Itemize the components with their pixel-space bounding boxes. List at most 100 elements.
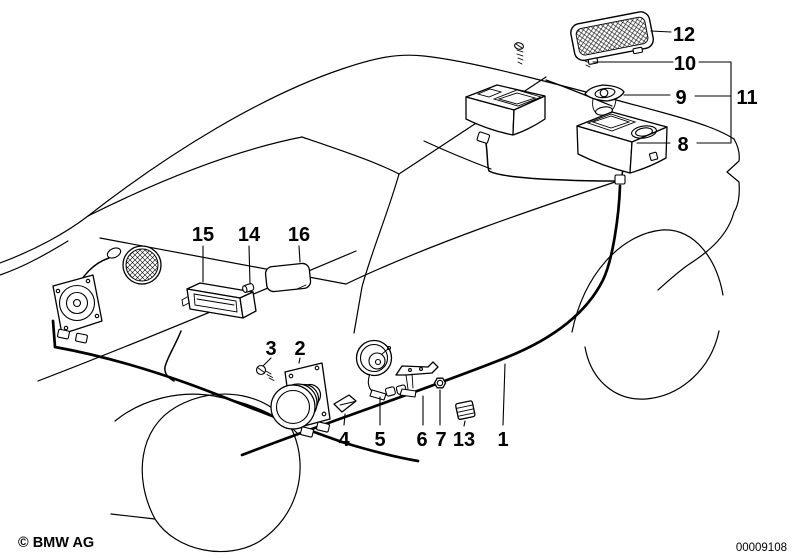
callout-label-11[interactable]: 11	[736, 87, 757, 109]
speaker-flange	[584, 84, 625, 102]
harness-front-run	[53, 345, 420, 463]
screw-left-box	[513, 42, 525, 65]
cage-slot-line	[196, 298, 235, 306]
screw-hole	[85, 278, 91, 284]
screw-slot	[515, 43, 523, 49]
rear-shelf-box-left	[465, 84, 546, 136]
callout-label-4[interactable]: 4	[338, 429, 350, 451]
bracket-stem	[405, 373, 414, 390]
box-recess-small	[476, 88, 503, 98]
copyright-text: © BMW AG	[18, 535, 94, 551]
screw-slot	[257, 367, 265, 373]
clip-fins	[455, 404, 476, 417]
callout-label-5[interactable]: 5	[374, 429, 385, 451]
fender-crease-line	[37, 250, 357, 382]
grille-mesh	[125, 248, 159, 282]
screw-hole	[314, 365, 320, 371]
cone-front-inner	[275, 389, 311, 425]
leader-14	[248, 245, 251, 285]
leader-1	[502, 363, 506, 426]
screw-hole	[63, 325, 69, 331]
leader-lines	[202, 30, 732, 427]
pin-end	[242, 285, 248, 293]
pin-part-14	[242, 283, 255, 293]
speaker-dome	[72, 298, 82, 308]
callout-label-7[interactable]: 7	[435, 429, 446, 451]
screw-hole	[288, 373, 294, 379]
front-speaker-bracket-leg	[51, 319, 57, 349]
bracket-hole	[419, 367, 423, 371]
callout-label-1[interactable]: 1	[497, 429, 508, 451]
box-speaker-ring-inner	[635, 127, 653, 137]
screw-hole	[321, 411, 327, 417]
hood-line	[0, 215, 89, 264]
box-recess-tray	[497, 92, 537, 105]
grille-tab	[632, 46, 644, 55]
screw-threads	[265, 370, 275, 381]
speaker-grille	[570, 11, 655, 65]
cone-front-rim	[270, 384, 316, 430]
cable-clip	[455, 400, 476, 420]
callout-label-15[interactable]: 15	[192, 224, 214, 246]
speaker-foot	[299, 426, 315, 438]
tweeter-speaker	[355, 339, 407, 401]
box-speaker-ring	[631, 125, 657, 139]
callout-label-9[interactable]: 9	[675, 87, 686, 109]
callout-label-14[interactable]: 14	[238, 224, 261, 246]
shoulder-line	[345, 179, 622, 285]
left-box-connector	[476, 131, 491, 144]
wiring-harness	[51, 131, 626, 463]
callout-label-2[interactable]: 2	[294, 338, 305, 360]
screw-hole	[94, 313, 100, 319]
leader-16	[298, 245, 301, 263]
tweeter-housing	[368, 352, 386, 370]
door-front-edge	[353, 173, 400, 334]
box-side-face	[629, 126, 668, 174]
callout-label-10[interactable]: 10	[674, 53, 696, 75]
screw-part-3	[255, 364, 275, 381]
rear-speaker	[584, 84, 625, 116]
cover-tab	[296, 284, 307, 290]
bracket-hole	[408, 368, 412, 372]
door-speaker	[270, 362, 331, 438]
callout-label-3[interactable]: 3	[265, 338, 276, 360]
callout-label-12[interactable]: 12	[673, 24, 695, 46]
leader-2	[298, 357, 301, 364]
terminal-pin-end	[386, 345, 392, 351]
speaker-outer-ring	[58, 284, 96, 322]
screw-hole	[55, 288, 61, 294]
hex-nut	[433, 377, 447, 389]
rear-window-line	[545, 79, 613, 107]
cover-panel	[264, 262, 312, 293]
leader-3	[262, 357, 272, 367]
callout-label-6[interactable]: 6	[416, 429, 427, 451]
rear-wheel-arch	[571, 229, 724, 333]
leader-4	[343, 413, 346, 426]
cage-tab	[181, 296, 190, 307]
cage-slot	[193, 293, 238, 313]
wire-terminal	[384, 386, 396, 397]
wedge-clip	[333, 394, 357, 413]
screw-threads	[516, 49, 524, 65]
clip-body	[455, 400, 476, 420]
left-box-wire	[485, 142, 615, 182]
grille-tab	[587, 57, 599, 65]
rear-shelf-box-right	[576, 111, 668, 174]
callout-label-13[interactable]: 13	[453, 429, 475, 451]
mounting-bracket	[395, 361, 439, 398]
speaker-surround	[594, 87, 616, 99]
cover-body	[264, 262, 312, 293]
document-number: 00009108	[736, 542, 787, 554]
callout-label-8[interactable]: 8	[677, 134, 688, 156]
harness-connector	[614, 174, 626, 185]
callout-label-16[interactable]: 16	[288, 224, 310, 246]
radio-wire	[164, 330, 182, 382]
leader-12	[650, 30, 672, 33]
terminal-pin	[381, 348, 389, 355]
parcel-shelf-line	[423, 140, 492, 170]
radio-mounting-cage	[181, 282, 257, 319]
rear-tire	[584, 330, 720, 400]
bracket-arm	[395, 361, 439, 376]
